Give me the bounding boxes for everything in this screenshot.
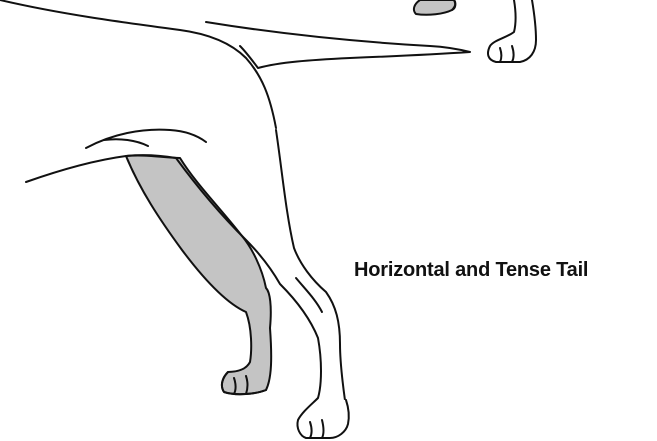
illustration-caption: Horizontal and Tense Tail	[354, 259, 588, 282]
front-leg-right	[488, 0, 536, 62]
front-leg-left-far	[414, 0, 455, 15]
